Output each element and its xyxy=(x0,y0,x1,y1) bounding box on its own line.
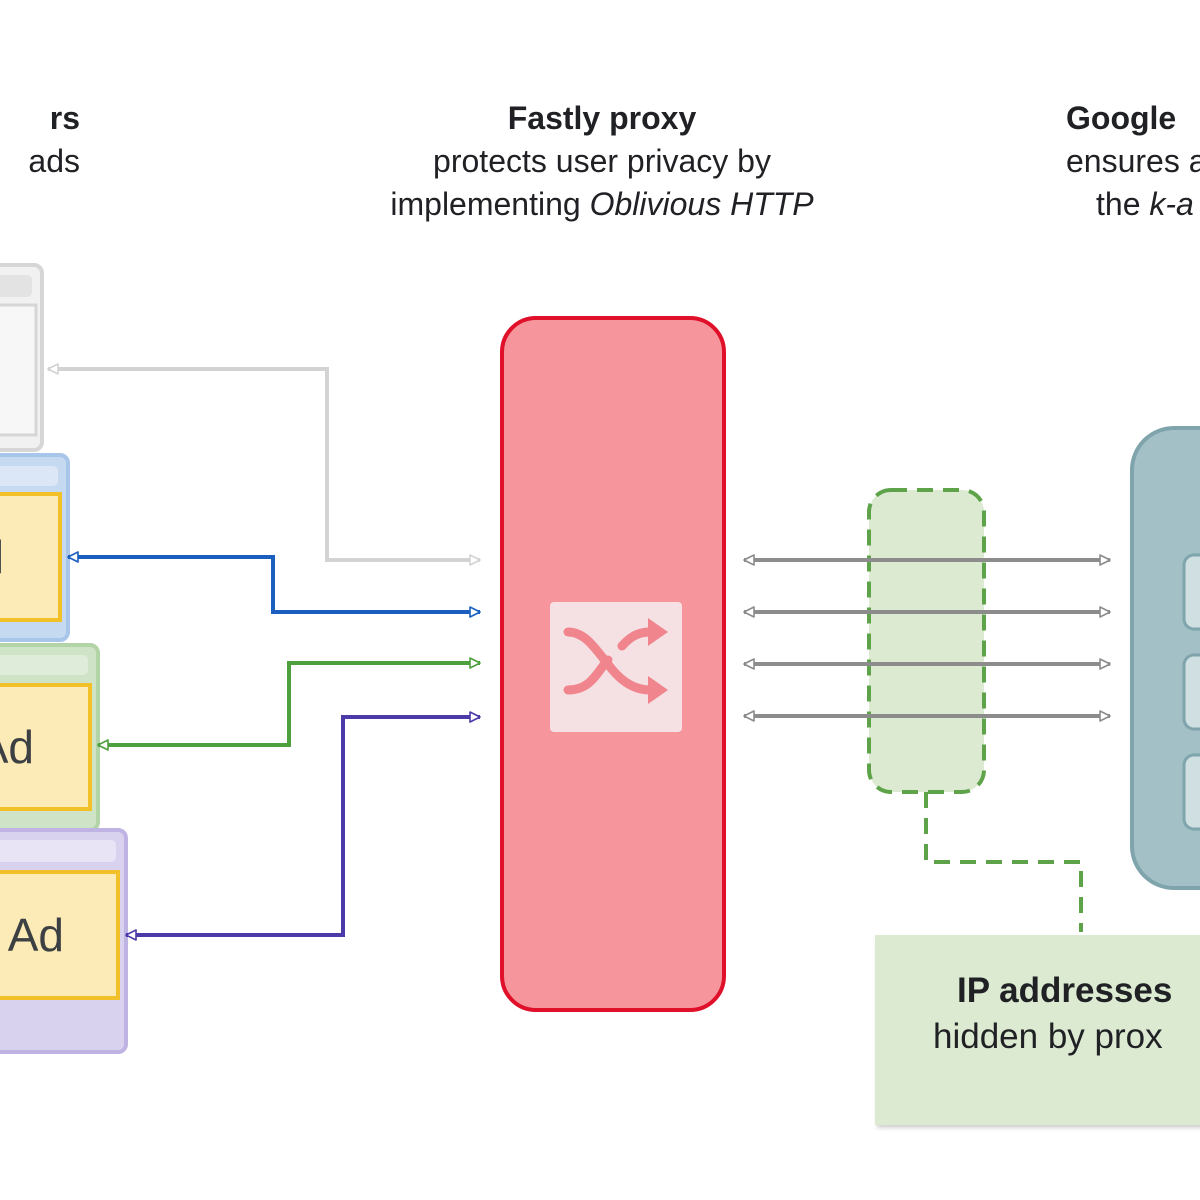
connector-green xyxy=(97,657,481,751)
right-header-title: Google xyxy=(1066,100,1177,136)
ad-box-purple: Ad xyxy=(0,870,120,1000)
ip-addresses-box: IP addresses hidden by prox xyxy=(875,935,1200,1125)
center-header: Fastly proxy protects user privacy by im… xyxy=(352,97,852,226)
ad-label: Ad xyxy=(0,721,34,773)
right-header-line2: ensures a xyxy=(1066,143,1200,179)
connector-blue xyxy=(67,551,481,618)
center-header-line2: protects user privacy by xyxy=(433,143,771,179)
left-header-title: rs xyxy=(49,100,80,136)
ip-connector-dashed xyxy=(924,792,1083,932)
ad-box-green: Ad xyxy=(0,683,92,811)
ad-box-blue: l xyxy=(0,492,62,622)
ad-label: Ad xyxy=(7,909,64,961)
google-server xyxy=(1130,426,1200,890)
shuffle-icon xyxy=(550,602,682,732)
connector-gray-light xyxy=(47,363,481,566)
right-header-line3: the k-a xyxy=(1096,186,1194,222)
left-header: rs ads xyxy=(0,97,80,183)
ip-hidden-region xyxy=(867,488,986,794)
ip-box-subtitle: hidden by prox xyxy=(933,1017,1163,1056)
right-header: Google ensures a the k-a xyxy=(1066,97,1200,226)
ip-box-title: IP addresses xyxy=(957,971,1173,1010)
left-header-subtitle: ads xyxy=(28,143,80,179)
center-header-title: Fastly proxy xyxy=(507,100,697,136)
browser-window-gray xyxy=(0,263,44,452)
center-header-line3: implementing Oblivious HTTP xyxy=(390,186,814,222)
connector-purple xyxy=(125,711,481,941)
ad-label: l xyxy=(0,530,4,584)
